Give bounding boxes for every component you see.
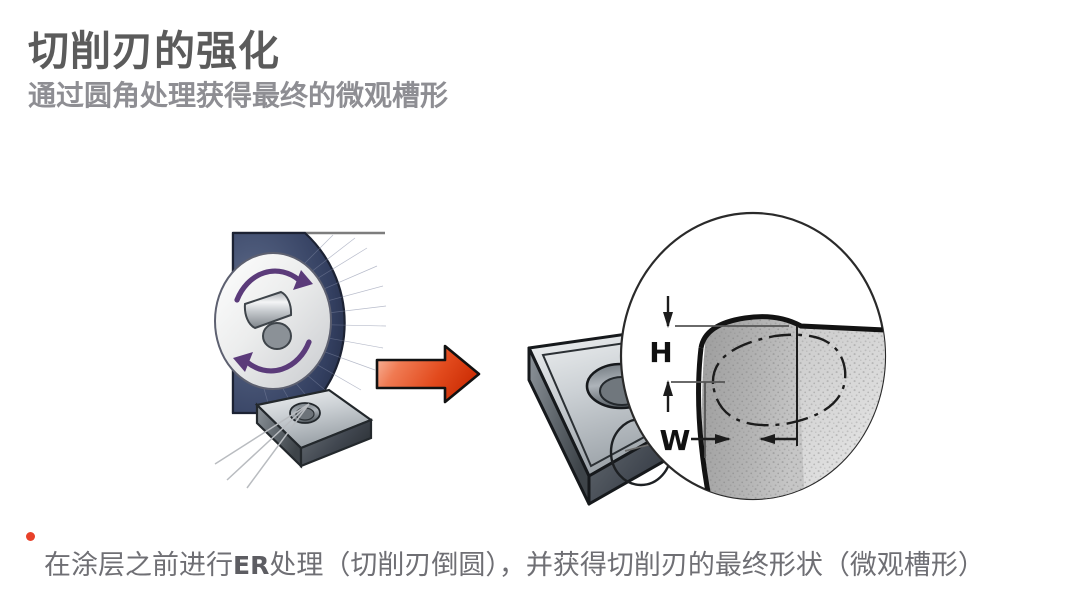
bullet-text-emphasis: ER: [233, 551, 270, 580]
bullet-text-part-2: 处理（切削刃倒圆），并获得切削刃的最终形状（微观槽形）: [269, 550, 985, 580]
dimension-h-label: H: [649, 336, 672, 369]
process-arrow: [375, 344, 481, 404]
bullet-marker-icon: [26, 532, 35, 541]
dimension-h: H: [649, 296, 789, 412]
bullet-text-part-1: 在涂层之前进行: [44, 550, 233, 580]
rounded-edge-profile: [696, 314, 885, 499]
dimension-w-label: W: [660, 424, 691, 457]
magnifier-circle: H W: [619, 211, 887, 501]
page-title: 切削刃的强化: [28, 27, 280, 75]
heading-block: 切削刃的强化 通过圆角处理获得最终的微观槽形: [28, 26, 1028, 116]
rotation-arrow-head-top: [293, 270, 313, 290]
spindle: [243, 290, 293, 350]
bullet-list: 在涂层之前进行ER处理（切削刃倒圆），并获得切削刃的最终形状（微观槽形）: [26, 518, 1056, 613]
bullet-item-text: 在涂层之前进行ER处理（切削刃倒圆），并获得切削刃的最终形状（微观槽形）: [44, 545, 1056, 586]
brush-wheel: [214, 231, 387, 415]
page-subtitle: 通过圆角处理获得最终的微观槽形: [28, 81, 449, 112]
diagram-svg: H W: [214, 211, 887, 506]
contact-spark-lines: [214, 403, 310, 489]
raw-insert: [254, 388, 374, 469]
dimension-w: W: [660, 382, 797, 458]
rotation-arrow-head-bottom: [233, 352, 253, 372]
rotation-arrows: [234, 268, 312, 374]
process-diagram: H W: [205, 208, 935, 508]
